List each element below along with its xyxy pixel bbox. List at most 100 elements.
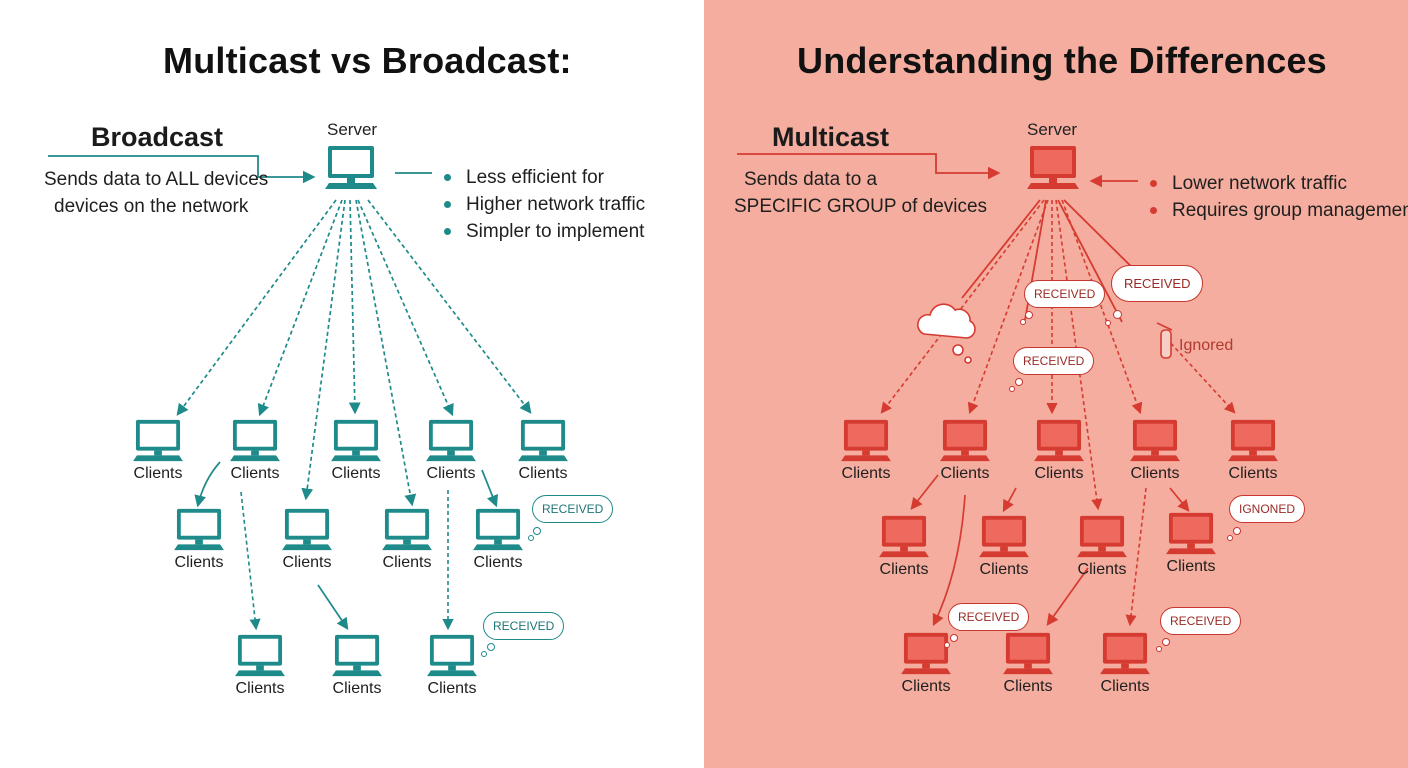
computer-monitor-icon [1003,632,1053,675]
computer-monitor-icon [282,508,332,551]
broadcast-ray [257,199,343,417]
bubble-tail [1105,320,1111,326]
received-bubble: RECEIVED [1024,280,1106,308]
multicast-client: Clients [1224,418,1282,483]
broadcast-client: Clients [231,633,289,698]
computer-monitor-icon [332,634,382,677]
client-label: Clients [282,554,332,571]
bubble-tail [1020,319,1026,325]
multicast-relay-arrow [1125,487,1147,627]
client-label: Clients [174,554,224,571]
client-label: Clients [979,561,1029,578]
multicast-client: Clients [1030,418,1088,483]
broadcast-client: Clients [129,418,187,483]
broadcast-ray [367,199,532,414]
multicast-bullet-list: Lower network traffic Requires group man… [1150,170,1408,224]
multicast-ray [967,199,1049,415]
computer-monitor-icon [1100,632,1150,675]
broadcast-relay-arrow [240,491,261,631]
computer-monitor-icon [325,146,377,189]
broadcast-client: Clients [328,633,386,698]
broadcast-ray [357,199,454,417]
bubble-tail [1162,638,1170,646]
multicast-ray [1061,199,1143,415]
client-label: Clients [1130,465,1180,482]
client-label: Clients [1003,678,1053,695]
computer-monitor-icon [1228,419,1278,462]
multicast-client: Clients [837,418,895,483]
broadcast-client: Clients [469,507,527,572]
multicast-ray [880,199,1045,414]
multicast-relay-arrow [910,474,939,510]
computer-monitor-icon [1130,419,1180,462]
client-label: Clients [1034,465,1084,482]
broadcast-client: Clients [423,633,481,698]
computer-monitor-icon [174,508,224,551]
multicast-heading: Multicast [772,122,890,152]
multicast-pointer-line [737,153,1001,180]
received-bubble: RECEIVED [483,612,565,640]
broadcast-client: Clients [422,418,480,483]
multicast-client: Clients [1162,511,1220,576]
computer-monitor-icon [1027,146,1079,189]
broadcast-ray [301,199,346,501]
broadcast-bullet-list: Less efficient for Higher network traffi… [444,164,645,245]
broadcast-desc-line: Sends data to ALL devices [44,169,269,190]
client-label: Clients [841,465,891,482]
broadcast-client: Clients [278,507,336,572]
page-title-left: Multicast vs Broadcast: [163,40,572,81]
broadcast-relay-arrow [481,469,498,508]
multicast-client: Clients [897,631,955,696]
computer-monitor-icon [382,508,432,551]
client-label: Clients [1077,561,1127,578]
bubble-tail [528,535,534,541]
received-bubble: RECEIVED [1111,265,1204,302]
broadcast-relay-arrow [194,461,221,508]
multicast-client: Clients [1126,418,1184,483]
broadcast-client: Clients [226,418,284,483]
multicast-relay-arrow [1169,487,1190,512]
bullet-item: Less efficient for [444,164,645,191]
broadcast-pointer-line [48,155,316,184]
client-label: Clients [133,465,183,482]
client-label: Clients [427,680,477,697]
cloud-icon [917,303,976,364]
broadcast-ray [176,199,337,416]
computer-monitor-icon [426,419,476,462]
computer-monitor-icon [841,419,891,462]
broadcast-description: Sends data to ALL devices devices on the… [44,166,268,220]
received-bubble: RECEIVED [948,603,1030,631]
ignored-label: Ignored [1179,337,1234,354]
received-bubble: RECEIVED [532,495,614,523]
broadcast-heading: Broadcast [91,122,224,152]
bullet-item: Lower network traffic [1150,170,1408,197]
computer-monitor-icon [1034,419,1084,462]
client-label: Clients [331,465,381,482]
bubble-tail [1233,527,1241,535]
computer-monitor-icon [940,419,990,462]
bullet-item: Requires group management [1150,197,1408,224]
broadcast-client: Clients [378,507,436,572]
multicast-client: Clients [1096,631,1154,696]
broadcast-ray [355,199,417,507]
multicast-client: Clients [875,514,933,579]
client-label: Clients [879,561,929,578]
computer-monitor-icon [235,634,285,677]
broadcast-client: Clients [514,418,572,483]
multicast-client: Clients [999,631,1057,696]
broadcast-ray [348,199,361,415]
client-label: Clients [518,465,568,482]
client-label: Clients [426,465,476,482]
blocked-tube-icon [1156,322,1173,359]
bubble-tail [1227,535,1233,541]
multicast-desc-line: Sends data to a [744,169,878,190]
multicast-client: Clients [975,514,1033,579]
bullet-item: Simpler to implement [444,218,645,245]
client-label: Clients [940,465,990,482]
bullet-item: Higher network traffic [444,191,645,218]
computer-monitor-icon [473,508,523,551]
multicast-client: Clients [936,418,994,483]
multicast-server-label: Server [1027,120,1078,139]
multicast-relay-arrow [1046,567,1089,626]
